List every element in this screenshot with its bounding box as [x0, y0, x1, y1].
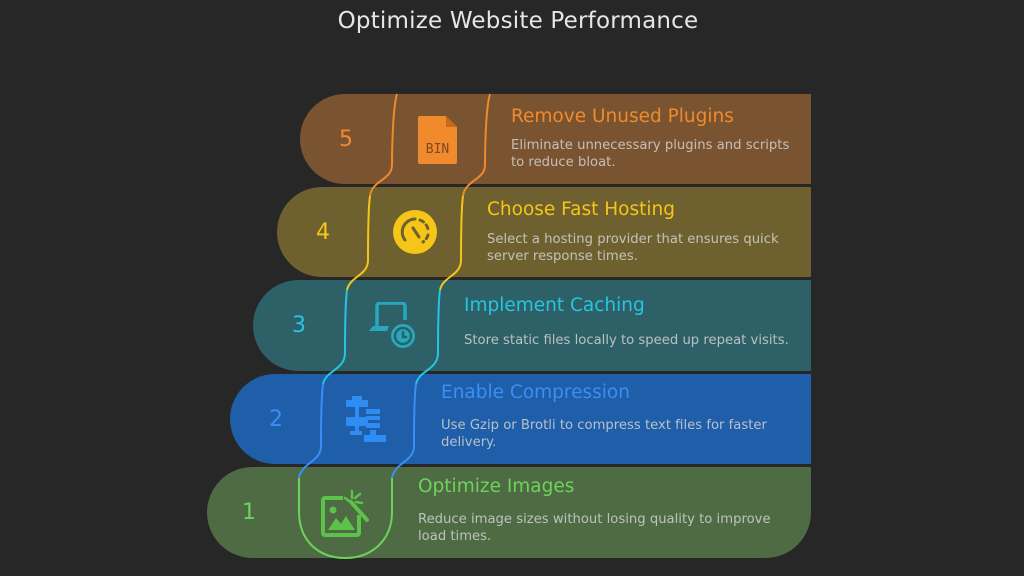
- step-1-number: 1: [242, 500, 256, 525]
- step-3-heading: Implement Caching: [464, 295, 645, 316]
- step-1-row: 1 Optimize Images Reduce image sizes wit…: [207, 467, 811, 558]
- compression-clamp-icon: [346, 396, 390, 448]
- image-magic-icon: [321, 489, 369, 541]
- step-2-row: 2 Enable Compression Use Gzip or Brotli …: [230, 374, 811, 464]
- step-2-heading: Enable Compression: [441, 382, 630, 403]
- step-5-description: Eliminate unnecessary plugins and script…: [511, 138, 790, 170]
- step-4-description: Select a hosting provider that ensures q…: [487, 232, 779, 264]
- step-4-number: 4: [316, 219, 330, 245]
- cache-clock-icon: [369, 301, 417, 354]
- step-1-heading: Optimize Images: [418, 476, 575, 497]
- step-3-description: Store static files locally to speed up r…: [464, 333, 789, 348]
- step-2-number: 2: [269, 406, 283, 432]
- speedometer-icon: [392, 209, 438, 259]
- step-1-description: Reduce image sizes without losing qualit…: [418, 512, 771, 544]
- step-5-row: 5 Remove Unused Plugins Eliminate unnece…: [300, 94, 811, 184]
- step-3-row: 3 Implement Caching Store static files l…: [253, 280, 811, 371]
- step-4-heading: Choose Fast Hosting: [487, 199, 675, 220]
- diagram-title: Optimize Website Performance: [337, 8, 699, 34]
- step-5-number: 5: [339, 126, 353, 152]
- step-5-heading: Remove Unused Plugins: [511, 106, 734, 127]
- bin-file-icon: BIN: [418, 116, 458, 168]
- step-2-description: Use Gzip or Brotli to compress text file…: [441, 418, 767, 450]
- step-3-number: 3: [292, 313, 306, 338]
- step-4-row: 4 Choose Fast Hosting Select a hosting p…: [277, 187, 811, 277]
- svg-text:BIN: BIN: [426, 142, 449, 157]
